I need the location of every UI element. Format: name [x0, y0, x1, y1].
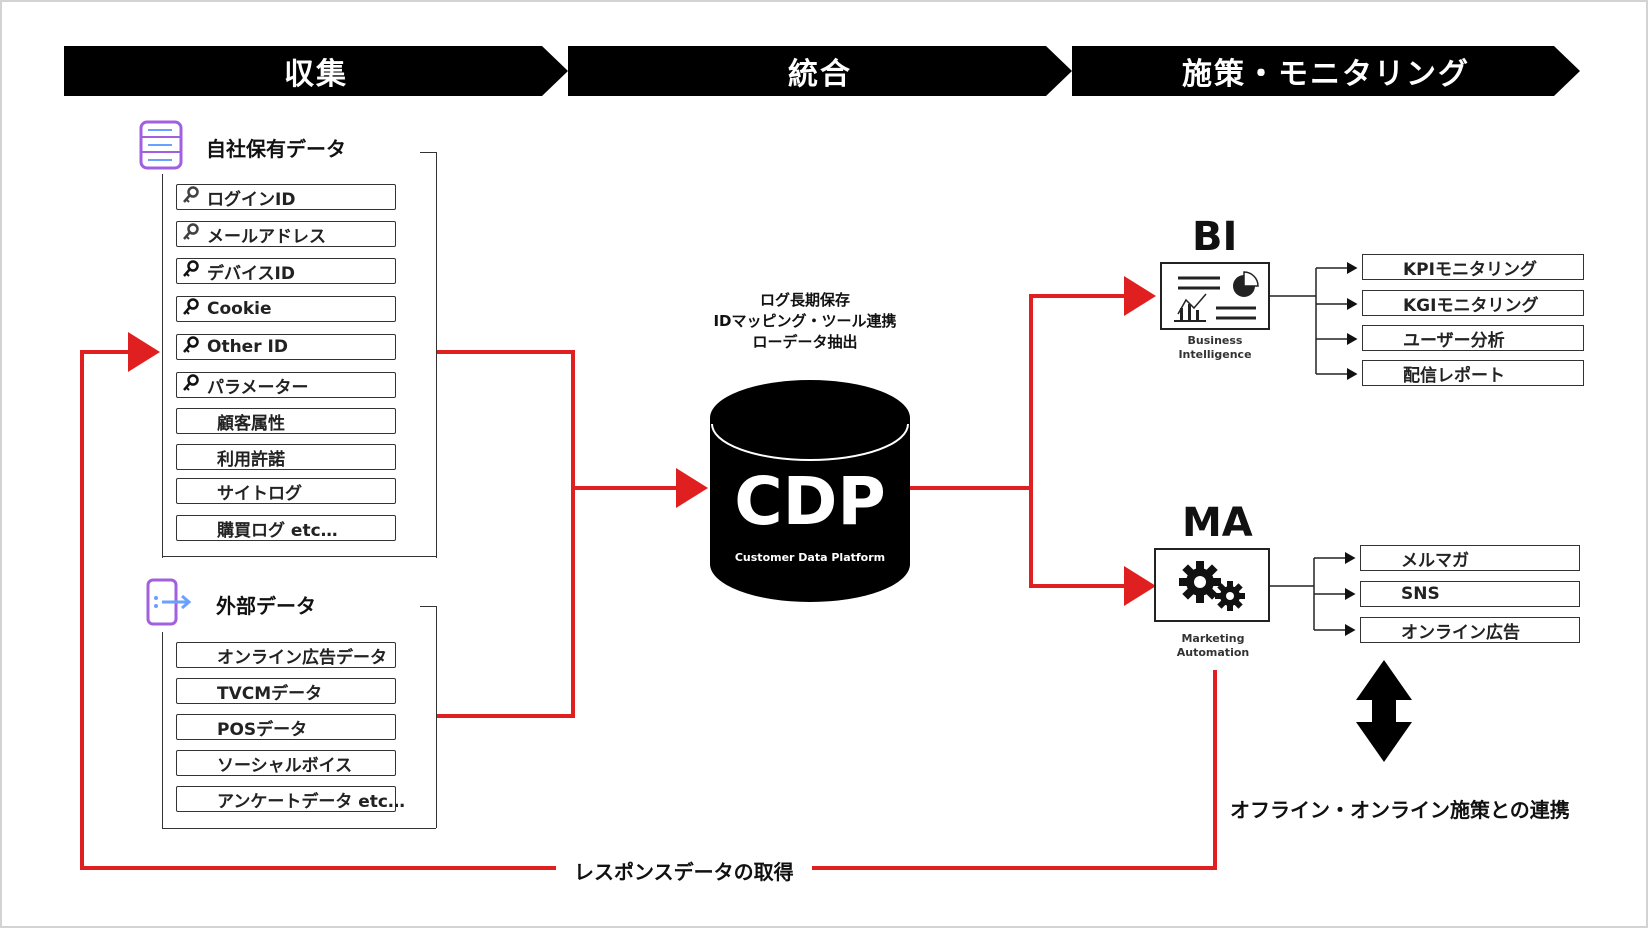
- own-data-item: デバイスID: [176, 258, 396, 284]
- own-data-item: 利用許諾: [176, 444, 396, 470]
- phase-integrate: 統合: [568, 46, 1072, 96]
- external-data-item: オンライン広告データ: [176, 642, 396, 668]
- ma-output-item: オンライン広告: [1360, 617, 1580, 643]
- own-data-item-label: サイトログ: [217, 483, 302, 504]
- external-data-icon: [146, 578, 192, 626]
- to-ma-arrow: [1029, 488, 1156, 606]
- response-loop: [80, 332, 1217, 870]
- key-icon: [177, 298, 203, 320]
- bi-title: BI: [1192, 214, 1238, 260]
- own-data-item-label: Other ID: [207, 337, 288, 357]
- ma-subtitle: Marketing Automation: [1148, 632, 1278, 660]
- own-data-item: 購買ログ etc…: [176, 515, 396, 541]
- own-data-item: ログインID: [176, 184, 396, 210]
- own-data-item: サイトログ: [176, 478, 396, 504]
- own-data-item-label: デバイスID: [207, 263, 295, 284]
- bi-output-item: ユーザー分析: [1362, 325, 1584, 351]
- bi-box: [1160, 262, 1270, 330]
- bi-subtitle: Business Intelligence: [1150, 334, 1280, 362]
- own-data-item-label: Cookie: [207, 299, 272, 319]
- ma-subtitle-line: Automation: [1176, 646, 1250, 659]
- external-data-item-label: TVCMデータ: [217, 683, 323, 704]
- external-data-title: 外部データ: [216, 594, 316, 618]
- bi-output-item: 配信レポート: [1362, 360, 1584, 386]
- external-data-item: TVCMデータ: [176, 678, 396, 704]
- external-data-item-label: POSデータ: [217, 719, 308, 740]
- own-data-item-label: 顧客属性: [217, 413, 285, 434]
- own-data-item: パラメーター: [176, 372, 396, 398]
- external-data-bracket-right: [436, 606, 437, 828]
- external-data-bracket: [162, 632, 163, 828]
- own-data-bracket: [162, 174, 163, 558]
- to-bi-arrow: [1029, 276, 1156, 488]
- ma-output-item: SNS: [1360, 581, 1580, 607]
- own-data-item: 顧客属性: [176, 408, 396, 434]
- cdp-caption-line: ログ長期保存: [759, 291, 850, 309]
- phase-collect: 収集: [64, 46, 568, 96]
- key-icon: [177, 186, 203, 208]
- external-data-bracket-bottom: [162, 828, 436, 829]
- own-data-item: Cookie: [176, 296, 396, 322]
- cdp-name: CDP: [734, 463, 886, 540]
- cdp-caption-line: IDマッピング・ツール連携: [713, 312, 897, 330]
- own-data-bracket-top: [420, 152, 436, 153]
- bi-subtitle-line: Business: [1187, 334, 1243, 347]
- cdp-database-icon: [710, 380, 910, 602]
- report-icon: [1174, 271, 1259, 322]
- external-data-item: POSデータ: [176, 714, 396, 740]
- gears-icon: [1179, 561, 1245, 611]
- ma-title: MA: [1182, 500, 1253, 546]
- own-data-item-label: ログインID: [207, 189, 296, 210]
- own-data-item: Other ID: [176, 334, 396, 360]
- external-data-item: ソーシャルボイス: [176, 750, 396, 776]
- bi-output-item: KGIモニタリング: [1362, 290, 1584, 316]
- external-data-connector: [436, 488, 575, 718]
- own-data-item-label: 購買ログ etc…: [217, 520, 338, 541]
- cdp-caption: ログ長期保存 IDマッピング・ツール連携 ローデータ抽出: [700, 290, 910, 353]
- key-icon: [177, 336, 203, 358]
- response-label: レスポンスデータの取得: [556, 856, 812, 885]
- own-data-bracket-right: [436, 152, 437, 558]
- external-data-bracket-top: [420, 606, 436, 607]
- cdp-subtitle: Customer Data Platform: [734, 551, 886, 564]
- bi-output-item: KPIモニタリング: [1362, 254, 1584, 280]
- cdp-caption-line: ローデータ抽出: [752, 333, 858, 351]
- key-icon: [177, 260, 203, 282]
- own-data-item-label: パラメーター: [207, 377, 309, 398]
- key-icon: [177, 374, 203, 396]
- external-data-item: アンケートデータ etc…: [176, 786, 405, 812]
- external-data-item-label: アンケートデータ etc…: [217, 791, 405, 812]
- key-icon: [177, 223, 203, 245]
- ma-subtitle-line: Marketing: [1181, 632, 1245, 645]
- offline-online-label: オフライン・オンライン施策との連携: [1230, 794, 1570, 823]
- ma-output-item: メルマガ: [1360, 545, 1580, 571]
- external-data-item-label: オンライン広告データ: [217, 647, 387, 668]
- double-arrow-icon: [1356, 660, 1412, 762]
- own-data-title: 自社保有データ: [206, 137, 346, 161]
- own-data-item-label: メールアドレス: [207, 226, 326, 247]
- own-data-connector: [436, 350, 575, 488]
- bi-subtitle-line: Intelligence: [1178, 348, 1252, 361]
- external-data-item-label: ソーシャルボイス: [217, 755, 353, 776]
- own-data-item-label: 利用許諾: [217, 449, 285, 470]
- own-data-item: メールアドレス: [176, 221, 396, 247]
- phase-action-monitoring: 施策・モニタリング: [1072, 46, 1580, 96]
- server-icon: [139, 120, 183, 170]
- ma-box: [1154, 548, 1270, 622]
- own-data-bracket-bottom: [162, 556, 436, 557]
